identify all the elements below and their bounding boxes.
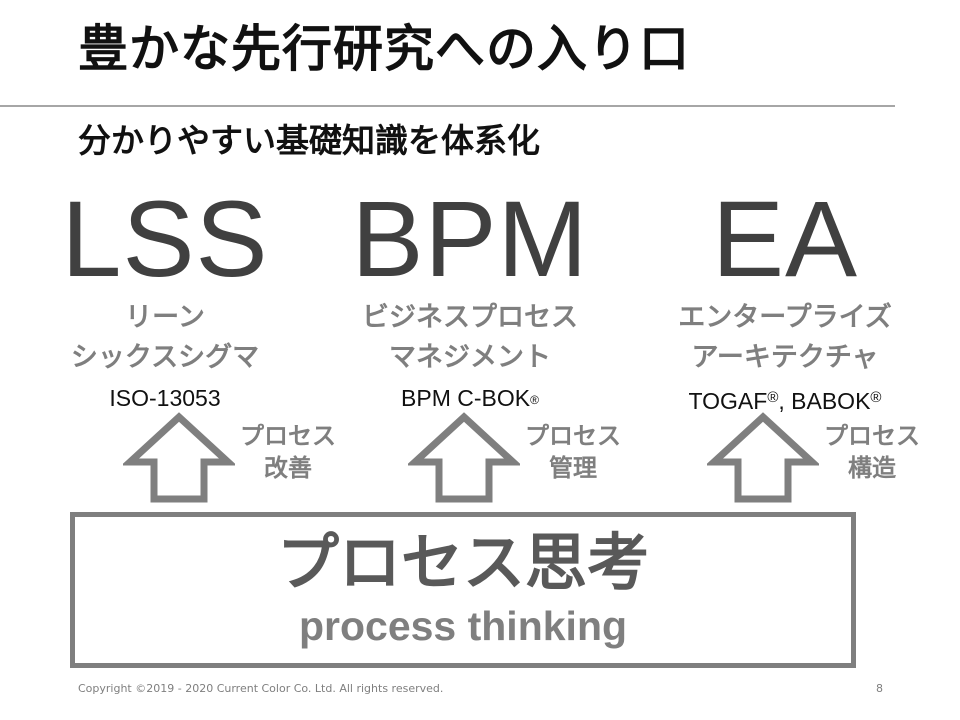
bpm-jp-line1: ビジネスプロセス (362, 302, 578, 333)
copyright-footer: Copyright ©2019 - 2020 Current Color Co.… (78, 682, 444, 695)
process-thinking-en: process thinking (298, 603, 628, 649)
bpm-standard: BPM C-BOK® (325, 380, 615, 418)
slide-subtitle: 分かりやすい基礎知識を体系化 (78, 121, 540, 160)
arrow-label-bpm-line1: プロセス (525, 422, 621, 450)
acronym-lss: LSS (61, 178, 269, 299)
lss-standard: ISO-13053 (109, 385, 221, 411)
column-bpm: BPM ビジネスプロセス マネジメント BPM C-BOK® (325, 180, 615, 418)
ea-standard: TOGAF®, BABOK® (640, 380, 930, 419)
arrow-label-bpm-line2: 管理 (549, 454, 597, 482)
up-arrow-icon (707, 412, 819, 503)
bpm-standard-name: BPM C-BOK (401, 385, 531, 411)
process-thinking-jp: プロセス思考 (276, 526, 649, 599)
arrow-label-ea-line1: プロセス (824, 422, 920, 450)
lss-jp-line1: リーン (125, 302, 205, 333)
column-lss: LSS リーン シックスシグマ ISO-13053 (40, 180, 290, 416)
ea-jp-line1: エンタープライズ (678, 302, 892, 333)
ea-standard-togaf: TOGAF (688, 388, 768, 414)
bpm-registered-mark: ® (530, 393, 539, 407)
up-arrow-icon (123, 412, 235, 503)
ea-standard-babok: , BABOK (778, 388, 871, 414)
column-ea: EA エンタープライズ アーキテクチャ TOGAF®, BABOK® (640, 180, 930, 419)
arrow-label-bpm: プロセス 管理 (511, 420, 635, 484)
process-thinking-box: プロセス思考 process thinking (70, 512, 856, 668)
arrow-label-ea-line2: 構造 (848, 454, 896, 482)
slide-title: 豊かな先行研究への入り口 (78, 20, 690, 78)
page-number: 8 (876, 682, 883, 695)
arrow-label-ea: プロセス 構造 (810, 420, 934, 484)
arrow-label-lss: プロセス 改善 (226, 420, 350, 484)
arrow-label-lss-line1: プロセス (240, 422, 336, 450)
acronym-ea: EA (711, 178, 859, 299)
ea-registered-mark-togaf: ® (767, 389, 779, 406)
ea-registered-mark-babok: ® (870, 389, 882, 406)
ea-jp-line2: アーキテクチャ (691, 342, 879, 373)
acronym-bpm: BPM (351, 178, 589, 299)
lss-jp-line2: シックスシグマ (70, 342, 260, 373)
title-divider (0, 105, 895, 107)
bpm-jp-line2: マネジメント (389, 342, 551, 373)
up-arrow-icon (408, 412, 520, 503)
arrow-label-lss-line2: 改善 (264, 454, 312, 482)
